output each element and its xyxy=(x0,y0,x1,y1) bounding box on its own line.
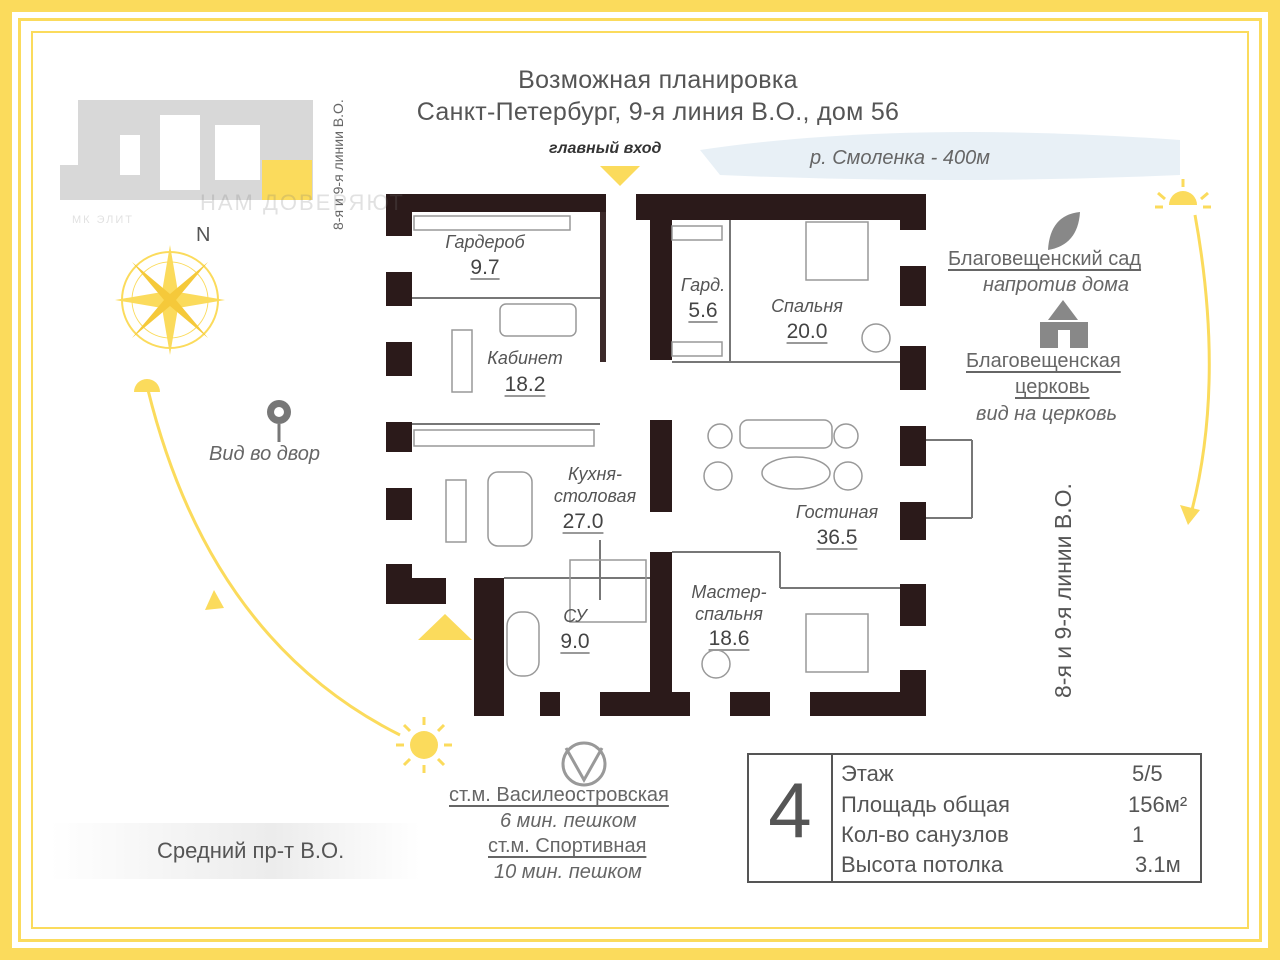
metro-station-1: ст.м. Василеостровская xyxy=(449,784,669,806)
church-note: вид на церковь xyxy=(976,403,1118,425)
sun-path-right xyxy=(1190,214,1211,511)
info-label-floor: Этаж xyxy=(841,761,894,786)
metro-time-1: 6 мин. пешком xyxy=(500,810,637,832)
info-value-ceiling: 3.1м xyxy=(1135,852,1181,877)
room-master-area: 18.6 xyxy=(708,627,750,650)
interior-walls xyxy=(412,220,973,600)
river-label: р. Смоленка - 400м xyxy=(810,147,990,169)
river-haze xyxy=(700,132,1180,180)
info-label-bathrooms: Кол-во санузлов xyxy=(841,822,1009,847)
room-bath-name: СУ xyxy=(563,606,587,626)
sun-path-left xyxy=(146,389,401,737)
church-name-2: церковь xyxy=(1015,376,1090,398)
church-icon xyxy=(1040,300,1088,348)
metro-station-2: ст.м. Спортивная xyxy=(488,835,647,857)
main-entrance-label: главный вход xyxy=(549,140,662,157)
room-wardrobe-area: 9.7 xyxy=(470,256,500,279)
arrow-icon xyxy=(1180,505,1200,525)
page-title: Возможная планировка xyxy=(518,66,798,94)
rooms-count: 4 xyxy=(768,766,812,854)
leaf-icon xyxy=(1048,212,1080,250)
sunset-icon xyxy=(1155,179,1211,209)
info-value-floor: 5/5 xyxy=(1132,761,1163,786)
room-wardrobe-name: Гардероб xyxy=(445,232,525,252)
inner-frame xyxy=(31,31,1249,929)
sunrise-icon xyxy=(134,379,160,392)
entrance-marker-icon xyxy=(418,614,472,640)
room-study-area: 18.2 xyxy=(504,373,546,396)
watermark-logo: МК ЭЛИТ xyxy=(72,214,135,226)
street-band xyxy=(50,823,420,879)
room-gard-name: Гард. xyxy=(680,275,726,295)
building-silhouette xyxy=(60,100,313,200)
street-label: Средний пр-т В.О. xyxy=(157,838,345,863)
room-bedroom-area: 20.0 xyxy=(786,320,828,343)
yard-view-label: Вид во двор xyxy=(209,443,321,465)
frame-stripe xyxy=(18,18,1262,942)
lines-vertical-label: 8-я и 9-я линии В.О. xyxy=(1050,483,1076,698)
location-pin-icon xyxy=(267,400,291,442)
info-table: 4 Этаж 5/5 Площадь общая 156м² Кол-во са… xyxy=(747,753,1202,883)
room-master-name: Мастер- xyxy=(691,582,767,602)
metro-icon xyxy=(561,741,607,787)
room-gard-area: 5.6 xyxy=(688,299,718,322)
room-kitchen-name: Кухня- xyxy=(568,464,622,484)
info-label-ceiling: Высота потолка xyxy=(841,852,1004,877)
windows xyxy=(386,230,926,716)
page-subtitle: Санкт-Петербург, 9-я линия В.О., дом 56 xyxy=(416,98,900,126)
entrance-marker-icon xyxy=(600,166,640,186)
room-kitchen-area: 27.0 xyxy=(562,510,604,533)
room-bath-area: 9.0 xyxy=(560,630,590,653)
metro-time-2: 10 мин. пешком xyxy=(494,861,642,883)
watermark-text: НАМ ДОВЕРЯЮТ xyxy=(200,190,405,215)
sun-icon xyxy=(396,717,452,773)
room-kitchen-name-2: столовая xyxy=(553,486,637,506)
room-study-name: Кабинет xyxy=(487,348,563,368)
info-divider xyxy=(831,755,833,881)
info-value-bathrooms: 1 xyxy=(1132,822,1145,847)
compass-rose-icon xyxy=(115,245,225,355)
church-name: Благовещенская xyxy=(966,350,1121,372)
room-bedroom-name: Спальня xyxy=(771,296,843,316)
info-value-area: 156м² xyxy=(1128,792,1188,817)
furniture xyxy=(413,215,891,679)
room-living-area: 36.5 xyxy=(816,526,858,549)
garden-note: напротив дома xyxy=(983,274,1129,296)
garden-name: Благовещенский сад xyxy=(948,248,1142,270)
room-living-name: Гостиная xyxy=(795,502,879,522)
arrow-icon xyxy=(205,590,224,610)
info-label-area: Площадь общая xyxy=(841,792,1010,817)
compass-north-label: N xyxy=(196,224,211,246)
room-master-name-2: спальня xyxy=(695,604,763,624)
